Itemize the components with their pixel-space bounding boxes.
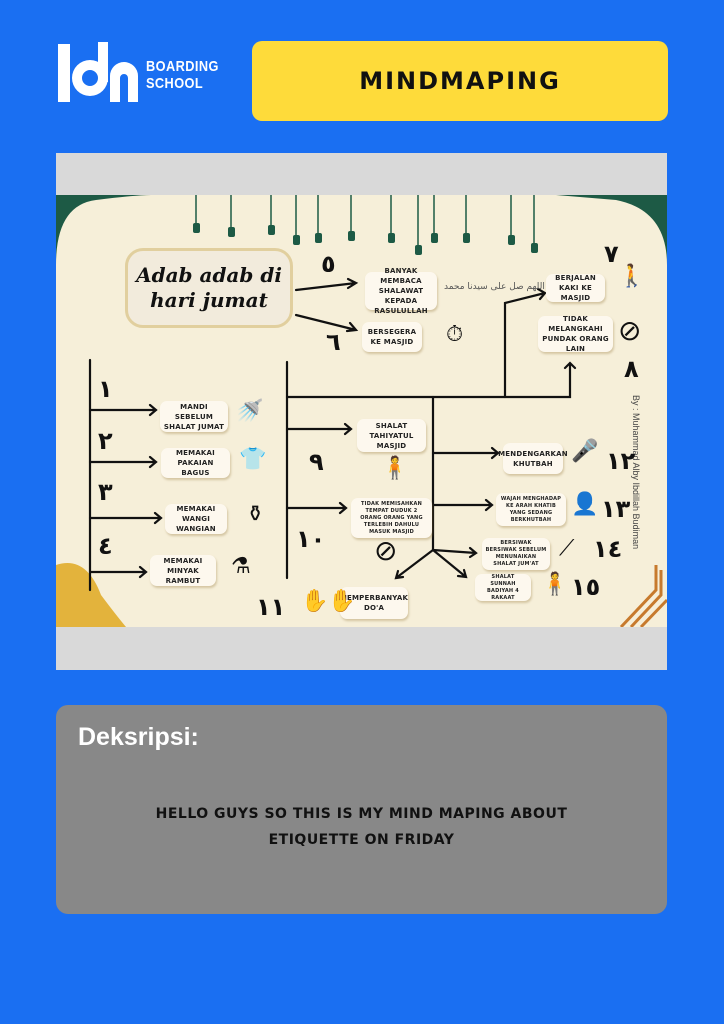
item-13: WAJAH MENGHADAP KE ARAH KHATIB YANG SEDA… — [496, 493, 566, 526]
praying-hands-icon: ✋✋ — [301, 588, 356, 613]
perfume-icon: ⚱ — [246, 501, 265, 526]
item-9: SHALAT TAHIYATUL MASJID — [357, 419, 426, 452]
description-label: Deksripsi: — [78, 723, 199, 751]
item-12: MENDENGARKAN KHUTBAH — [498, 443, 568, 474]
clothes-icon: 👕 — [239, 446, 267, 471]
preacher-podium-icon: 🎤 — [571, 438, 599, 463]
item-3: MEMAKAI WANGI WANGIAN — [165, 504, 227, 534]
item-6: BERSEGERA KE MASJID — [362, 322, 422, 352]
stopwatch-icon: ⏱ — [446, 321, 464, 346]
number-10: ١٠ — [296, 525, 326, 553]
description-text: HELLO GUYS SO THIS IS MY MIND MAPING ABO… — [155, 806, 568, 848]
logo-text-school: SCHOOL — [146, 75, 204, 92]
number-7: ٧ — [604, 240, 619, 268]
number-11: ١١ — [256, 593, 286, 621]
description-card: Deksripsi: HELLO GUYS SO THIS IS MY MIND… — [56, 705, 667, 914]
number-5: ٥ — [321, 250, 336, 278]
mindmap-title: Adab adab di hari jumat — [125, 248, 293, 328]
idn-logo-mark-icon — [58, 42, 138, 102]
shower-icon: 🚿 — [236, 398, 264, 423]
item-8: TIDAK MELANGKAHI PUNDAK ORANG LAIN — [538, 315, 613, 353]
item-14: BERSIWAK BERSIWAK SEBELUM MENUNAIKAN SHA… — [482, 538, 550, 570]
number-3: ٣ — [98, 478, 113, 506]
prohibited-icon: ⊘ — [618, 315, 642, 346]
number-15: ١٥ — [571, 573, 601, 601]
item-11: MEMPERBANYAK DO'A — [340, 587, 408, 619]
prohibited-icon: ⊘ — [374, 535, 398, 566]
number-13: ١٣ — [601, 495, 631, 523]
item-2: MEMAKAI PAKAIAN BAGUS — [161, 448, 230, 478]
logo: BOARDING SCHOOL — [58, 42, 228, 104]
item-5: BANYAK MEMBACA SHALAWAT KEPADA RASULULLA… — [365, 267, 437, 315]
praying-man-icon: 🧍 — [381, 455, 409, 480]
number-12: ١٢ — [606, 447, 636, 475]
page-title: MINDMAPING — [252, 41, 668, 121]
praying-man-icon: 🧍 — [541, 571, 569, 596]
number-1: ١ — [98, 375, 113, 403]
item-7: BERJALAN KAKI KE MASJID — [546, 274, 605, 302]
number-14: ١٤ — [593, 535, 623, 563]
item-15: SHALAT SUNNAH BADIYAH 4 RAKAAT — [475, 574, 531, 601]
item-10: TIDAK MEMISAHKAN TEMPAT DUDUK 2 ORANG OR… — [351, 498, 432, 538]
number-8: ٨ — [624, 355, 639, 383]
logo-text-boarding: BOARDING — [146, 58, 219, 75]
item-4: MEMAKAI MINYAK RAMBUT — [150, 555, 216, 586]
number-4: ٤ — [98, 532, 113, 560]
head-profile-icon: 👤 — [571, 491, 599, 516]
mindmap-image: Adab adab di hari jumat By : Muhammad Al… — [56, 195, 667, 627]
dropper-bottle-icon: ⚗ — [231, 553, 251, 578]
walking-person-icon: 🚶 — [618, 263, 646, 288]
siwak-icon: ⟋ — [559, 535, 575, 560]
mindmap-lines — [56, 195, 667, 627]
number-2: ٢ — [98, 427, 113, 455]
number-6: ٦ — [326, 328, 341, 356]
number-9: ٩ — [309, 448, 324, 476]
item-1: MANDI SEBELUM SHALAT JUMAT — [160, 401, 228, 432]
calligraphy-icon: اللهم صل على سيدنا محمد — [444, 282, 545, 292]
